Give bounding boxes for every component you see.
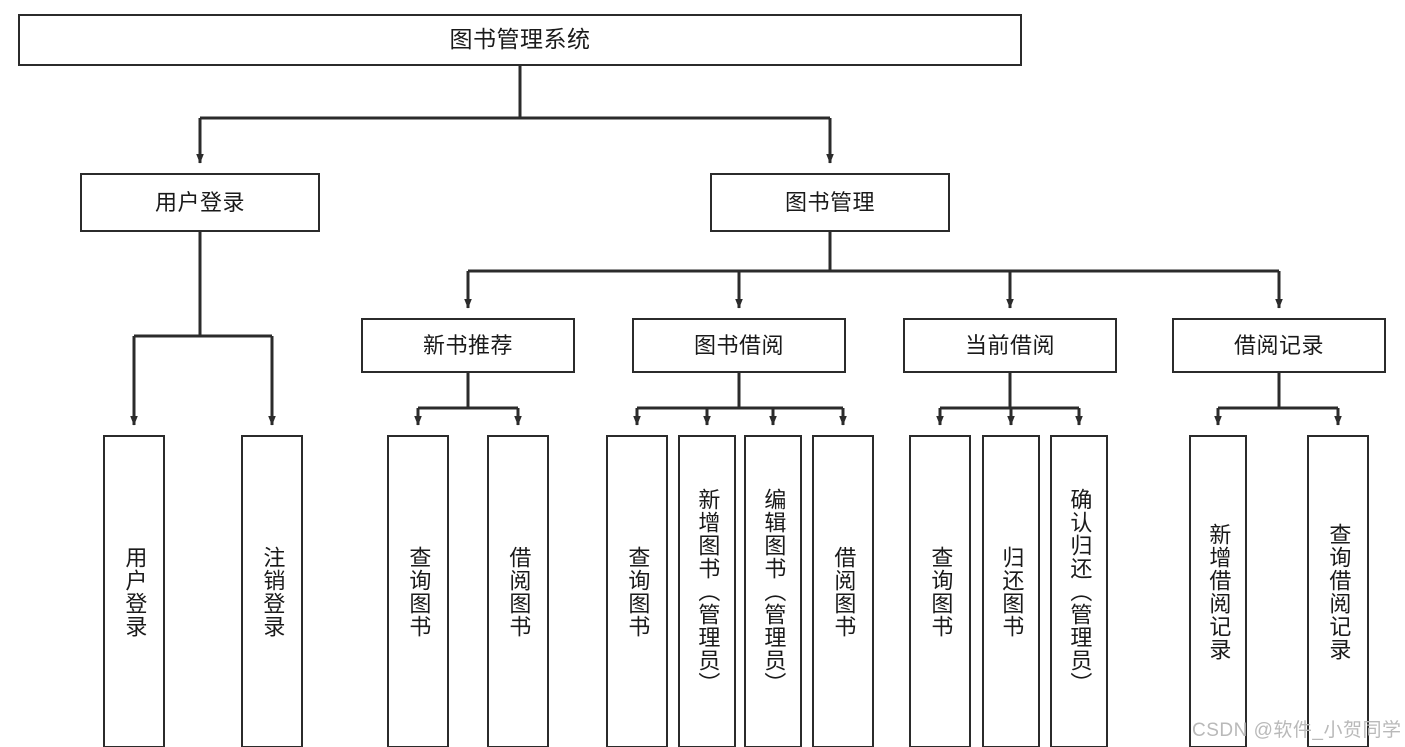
node-user-login[interactable]: 用户登录 — [80, 173, 320, 232]
node-current-borrow[interactable]: 当前借阅 — [903, 318, 1117, 373]
csdn-watermark: CSDN @软件_小贺同学 — [1192, 720, 1402, 741]
node-root-root[interactable]: 图书管理系统 — [18, 14, 1022, 66]
node-leaf-borrow-book[interactable]: 借阅图书 — [812, 435, 874, 747]
node-label-leaf-borrow-book: 借阅图书 — [831, 545, 857, 638]
node-label-leaf-edit-book-admin: 编辑图书（管理员） — [761, 488, 787, 695]
node-label-leaf-confirm-return-admin: 确认归还（管理员） — [1067, 488, 1093, 695]
node-leaf-query-book-rec[interactable]: 查询图书 — [387, 435, 449, 747]
node-leaf-query-book-current[interactable]: 查询图书 — [909, 435, 971, 747]
node-label-book-manage: 图书管理 — [784, 189, 875, 215]
node-book-borrow[interactable]: 图书借阅 — [632, 318, 846, 373]
node-label-current-borrow: 当前借阅 — [964, 332, 1055, 358]
node-label-leaf-query-borrow-record: 查询借阅记录 — [1326, 522, 1352, 661]
node-label-borrow-record: 借阅记录 — [1233, 332, 1324, 358]
node-leaf-borrow-book-rec[interactable]: 借阅图书 — [487, 435, 549, 747]
node-borrow-record[interactable]: 借阅记录 — [1172, 318, 1386, 373]
node-label-leaf-return-book: 归还图书 — [999, 545, 1025, 638]
node-label-leaf-add-borrow-record: 新增借阅记录 — [1206, 522, 1232, 661]
node-leaf-user-logout[interactable]: 注销登录 — [241, 435, 303, 747]
node-leaf-query-borrow-record[interactable]: 查询借阅记录 — [1307, 435, 1369, 747]
node-new-book-recommend[interactable]: 新书推荐 — [361, 318, 575, 373]
node-label-leaf-query-book-current: 查询图书 — [928, 545, 954, 638]
node-label-root: 图书管理系统 — [449, 26, 591, 53]
node-leaf-add-book-admin[interactable]: 新增图书（管理员） — [678, 435, 736, 747]
node-label-leaf-query-book-borrow: 查询图书 — [625, 545, 651, 638]
node-label-leaf-borrow-book-rec: 借阅图书 — [506, 545, 532, 638]
node-label-leaf-add-book-admin: 新增图书（管理员） — [695, 488, 721, 695]
node-book-manage[interactable]: 图书管理 — [710, 173, 950, 232]
node-leaf-return-book[interactable]: 归还图书 — [982, 435, 1040, 747]
node-label-leaf-user-login: 用户登录 — [122, 545, 148, 638]
node-leaf-confirm-return-admin[interactable]: 确认归还（管理员） — [1050, 435, 1108, 747]
node-leaf-add-borrow-record[interactable]: 新增借阅记录 — [1189, 435, 1247, 747]
node-leaf-query-book-borrow[interactable]: 查询图书 — [606, 435, 668, 747]
node-label-new-book-recommend: 新书推荐 — [422, 332, 513, 358]
node-leaf-user-login[interactable]: 用户登录 — [103, 435, 165, 747]
node-label-leaf-user-logout: 注销登录 — [260, 545, 286, 638]
node-label-leaf-query-book-rec: 查询图书 — [406, 545, 432, 638]
node-label-user-login: 用户登录 — [154, 189, 245, 215]
node-label-book-borrow: 图书借阅 — [693, 332, 784, 358]
node-leaf-edit-book-admin[interactable]: 编辑图书（管理员） — [744, 435, 802, 747]
